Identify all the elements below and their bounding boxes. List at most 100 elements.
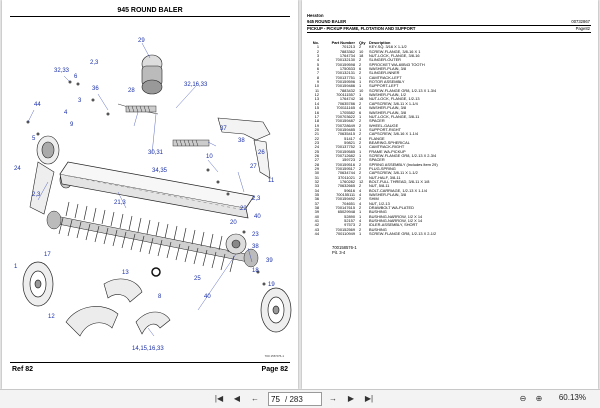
footnote-pit: Pit. 3-4 bbox=[332, 250, 346, 255]
callout-29: 29 bbox=[138, 38, 145, 44]
next-page-button[interactable]: ▶ bbox=[344, 392, 358, 405]
part-qty: 2 bbox=[359, 226, 362, 232]
part-description: SPACER bbox=[369, 118, 385, 124]
last-page-button[interactable]: ▶| bbox=[362, 392, 376, 405]
page-number-box: / 283 bbox=[268, 392, 322, 406]
header-rule-right bbox=[307, 25, 591, 26]
part-number: 700728649 bbox=[335, 122, 355, 128]
part-description: WASHER-PLAIN, 3/8 bbox=[369, 105, 407, 111]
part-description: SUPPORT-LEFT bbox=[369, 83, 399, 89]
part-item-no: 41 bbox=[314, 218, 319, 224]
forward-button[interactable]: → bbox=[326, 392, 340, 405]
page-number-input[interactable] bbox=[269, 394, 285, 404]
part-item-no: 31 bbox=[314, 174, 319, 180]
part-item-no: 35 bbox=[314, 192, 319, 198]
part-qty: 2 bbox=[359, 122, 362, 128]
prev-page-button[interactable]: ◀ bbox=[230, 392, 244, 405]
footer-ref: Ref 82 bbox=[12, 366, 34, 373]
part-qty: 2 bbox=[359, 161, 362, 167]
callout-6: 6 bbox=[74, 74, 78, 80]
section-title: PICKUP - PICKUP FRAME, FLOTATION AND SUP… bbox=[307, 26, 416, 31]
part-description: BOLT-CARRIAGE, 1/2-13 X 1-1/4 bbox=[369, 187, 428, 193]
part-item-no: 19 bbox=[314, 122, 319, 128]
part-description: BUSHING-NARROW, 1/2 X 14 bbox=[369, 213, 423, 219]
part-qty: 2 bbox=[359, 100, 362, 106]
part-description: ROTOR ASSEMBLY bbox=[369, 79, 405, 85]
part-qty: 18 bbox=[359, 53, 364, 59]
part-description: CAPSCREW, 3/8-16 X 1-1/4 bbox=[369, 131, 419, 137]
callout-1: 1 bbox=[14, 264, 18, 270]
callout-8: 8 bbox=[158, 294, 162, 300]
spring-assembly-left bbox=[117, 103, 159, 115]
callout-23: 23 bbox=[252, 232, 259, 238]
part-item-no: 40 bbox=[314, 213, 319, 219]
part-number: 700132130 bbox=[335, 57, 355, 63]
part-number: 700159486 bbox=[335, 83, 355, 89]
part-qty: 2 bbox=[359, 183, 362, 189]
part-qty: 2 bbox=[359, 131, 362, 137]
part-qty: 2 bbox=[359, 165, 362, 171]
part-description: BUSHING bbox=[369, 226, 387, 232]
part-item-no: 4 bbox=[316, 57, 319, 63]
exploded-parts-diagram: 29 2,3 32,33 32,16,33 6 36 3 44 4 9 28 3… bbox=[14, 38, 292, 352]
callout-34-35: 34,35 bbox=[152, 168, 168, 174]
part-qty: 2 bbox=[359, 174, 362, 180]
total-pages: / 283 bbox=[285, 394, 303, 404]
col-qty-header: Qty bbox=[359, 40, 366, 45]
snap-ring-part bbox=[151, 267, 161, 277]
callout-38b: 38 bbox=[252, 244, 259, 250]
part-item-no: 2 bbox=[316, 48, 319, 54]
part-description: SUPPORT-RIGHT bbox=[369, 126, 401, 132]
part-number: 700159485 bbox=[335, 126, 355, 132]
part-number: 51417 bbox=[344, 135, 355, 141]
left-page-title: 945 ROUND BALER bbox=[117, 7, 183, 14]
callout-22: 22 bbox=[240, 206, 247, 212]
brand-name: Hesston bbox=[307, 13, 324, 18]
part-item-no: 16 bbox=[314, 109, 319, 115]
part-qty: 1 bbox=[359, 148, 362, 154]
part-qty: 1 bbox=[359, 79, 362, 85]
part-number: 70635415 bbox=[337, 131, 355, 137]
zoom-in-button[interactable]: ⊕ bbox=[532, 392, 546, 405]
zoom-in-icon: ⊕ bbox=[535, 394, 543, 403]
part-item-no: 33 bbox=[314, 183, 319, 189]
part-number: 52890 bbox=[344, 213, 355, 219]
leader-lines bbox=[27, 42, 253, 337]
back-button[interactable]: ← bbox=[248, 392, 262, 405]
header-rule bbox=[10, 16, 290, 17]
callout-4: 4 bbox=[64, 110, 68, 116]
footnote-figure: 700158576-1 bbox=[332, 245, 357, 250]
part-description: SCREW-FLANGE, 3/8-16 X 1 bbox=[369, 48, 421, 54]
part-number: 700159585 bbox=[335, 148, 355, 154]
first-page-button[interactable]: |◀ bbox=[212, 392, 226, 405]
sprocket-part bbox=[225, 233, 247, 255]
part-qty: 12 bbox=[359, 179, 364, 184]
callout-32-16-33: 32,16,33 bbox=[184, 82, 208, 88]
zoom-out-button[interactable]: ⊖ bbox=[516, 392, 530, 405]
rotor-assembly-part bbox=[46, 201, 259, 273]
part-qty: 2 bbox=[359, 170, 362, 176]
part-number: 700159517 bbox=[335, 165, 355, 171]
part-number: 700703622 bbox=[335, 113, 355, 119]
footer-rule bbox=[10, 362, 290, 363]
part-number: 52157 bbox=[344, 218, 355, 224]
part-qty: 1 bbox=[359, 213, 362, 219]
part-qty: 6 bbox=[359, 109, 362, 115]
part-item-no: 10 bbox=[314, 83, 319, 89]
